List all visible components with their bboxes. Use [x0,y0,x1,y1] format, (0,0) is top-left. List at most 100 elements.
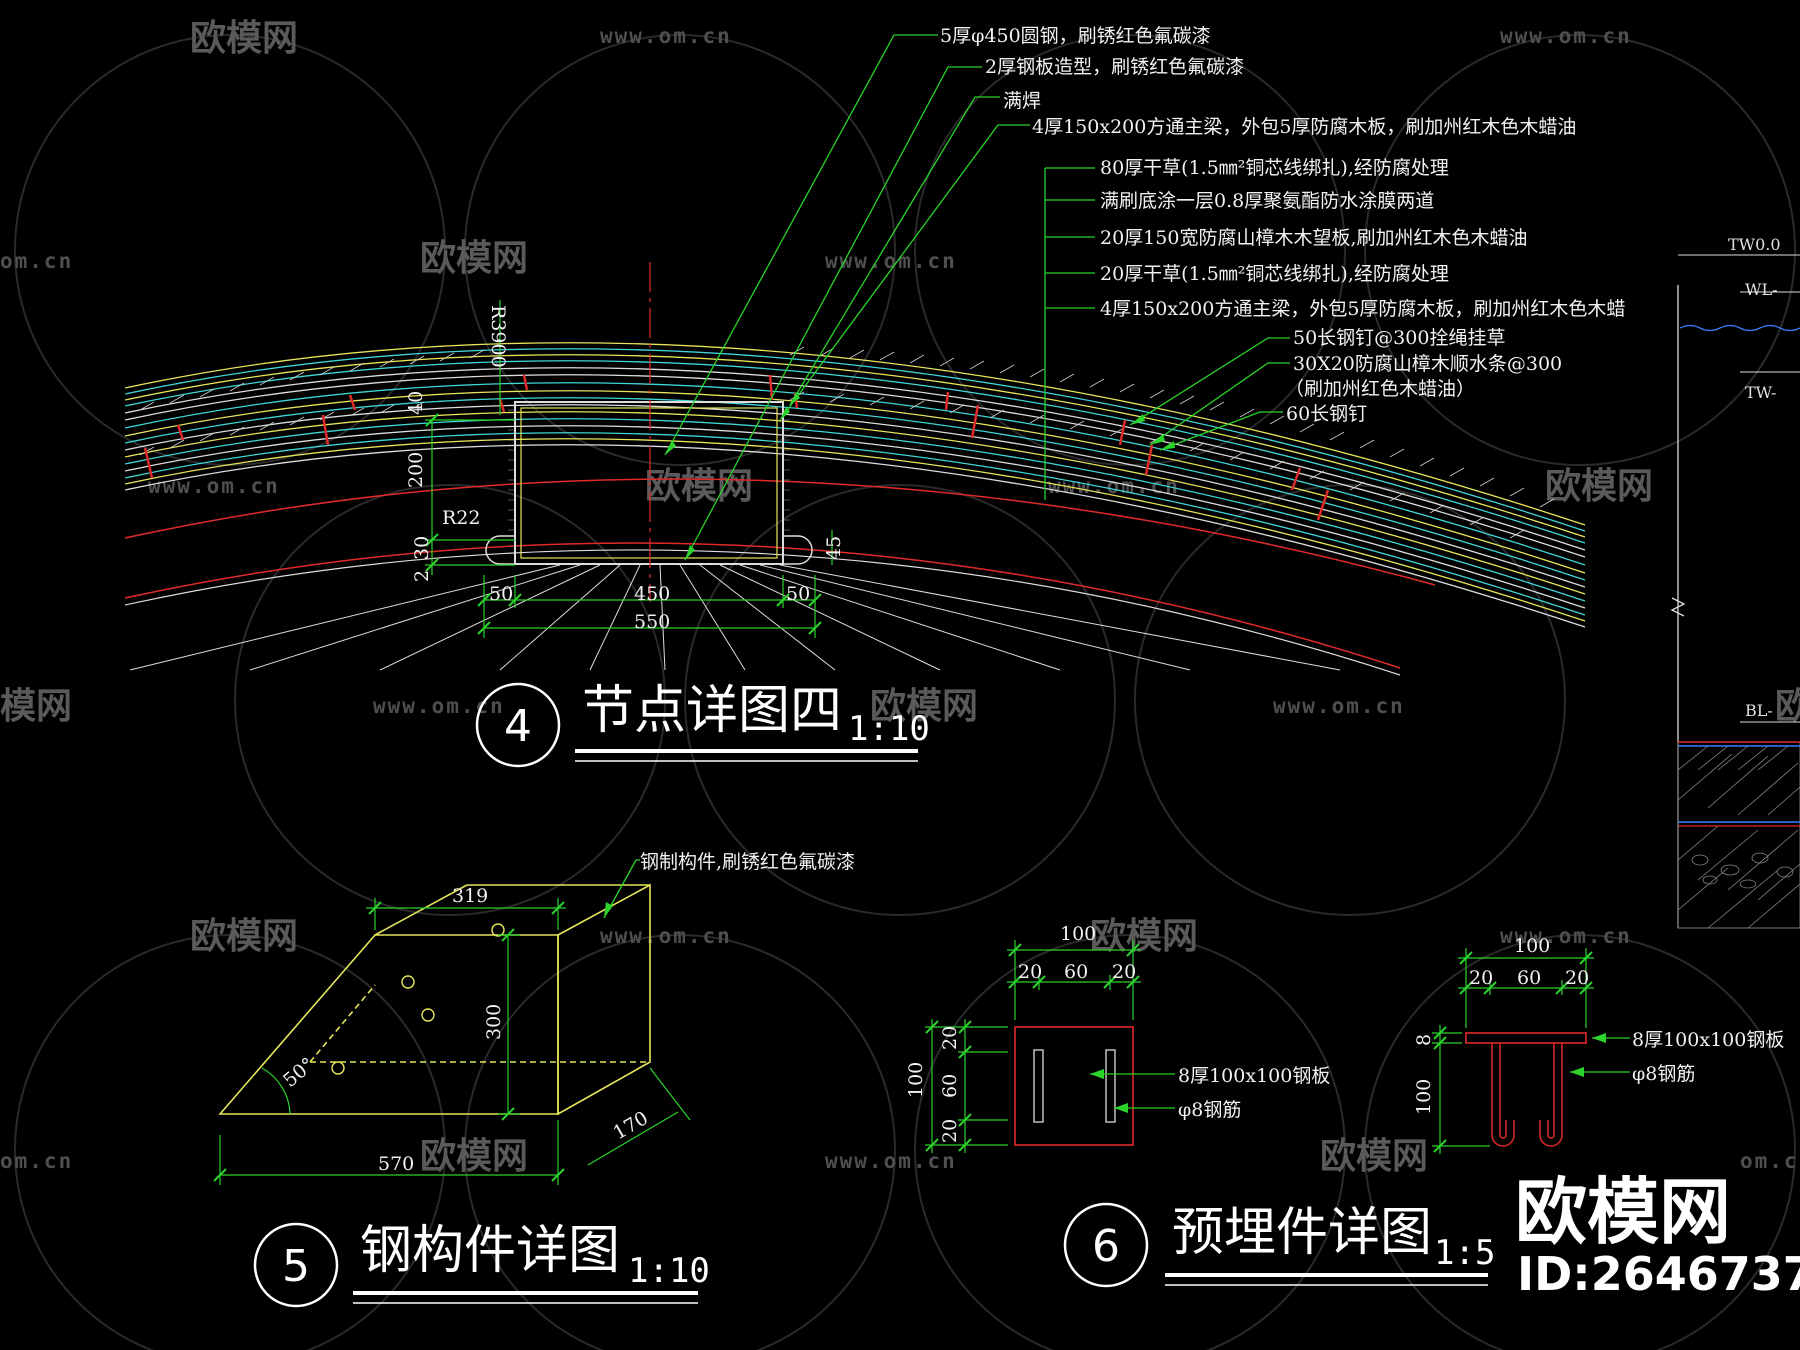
detail-4-number: 4 [504,701,532,752]
callout-batten: 30X20防腐山樟木顺水条@300 [1293,353,1562,375]
watermark-url: www.om.cn [600,24,732,48]
plan-dim-h20a: 20 [939,1026,961,1050]
plan-dim-20b: 20 [1112,961,1136,983]
detail-6-section-ticks [1433,951,1593,1153]
dim-2: 2 [411,570,433,582]
plan-arrow-bar [1114,1103,1128,1113]
watermark-logo: 欧模网 [1545,466,1653,507]
roof-hatch [139,346,1555,539]
rebar-plan-left [1033,1049,1044,1123]
leader-arrows [665,392,1175,560]
dim-570: 570 [378,1153,414,1175]
layer-note-2: 满刷底涂一层0.8厚聚氨酯防水涂膜两道 [1100,190,1434,212]
dim-40: 40 [405,391,427,415]
detail-6-title: 预埋件详图 [1172,1203,1432,1263]
plan-dim-20a: 20 [1018,961,1042,983]
dim-319: 319 [452,885,488,907]
watermark-logo: 欧模网 [420,238,528,279]
watermark-url: www.om.cn [1500,924,1632,948]
plan-note-plate: 8厚100x100钢板 [1178,1065,1330,1087]
detail-5-number-circle [253,1222,339,1308]
detail-5-leader-arrow [604,902,613,918]
beam-side-cap-right [783,535,813,565]
callout-steel-plate: 2厚钢板造型，刷锈红色氟碳漆 [985,56,1244,78]
detail-6-number: 6 [1092,1221,1120,1272]
detail-4-scale: 1:10 [848,709,930,749]
layer-note-5: 4厚150x200方通主梁，外包5厚防腐木板，刷加州红木色木蜡 [1100,298,1625,320]
watermark-url-partial: om.cn [0,249,73,273]
rebar-plan-right [1105,1049,1116,1123]
dim-45: 45 [823,536,845,560]
section-note-plate: 8厚100x100钢板 [1632,1029,1784,1051]
dim-170: 170 [610,1107,652,1144]
plan-dim-h100: 100 [905,1062,927,1098]
watermark-url: www.om.cn [1500,24,1632,48]
callout-main-beam: 4厚150x200方通主梁，外包5厚防腐木板，刷加州红木色木蜡油 [1032,116,1576,138]
detail-6-scale: 1:5 [1434,1233,1495,1273]
section-arrow-bar [1570,1067,1584,1077]
steel-nails [143,374,1330,521]
side-label-tw0: TW0.0 [1728,235,1781,254]
detail-6-plan-dims [925,940,1175,1153]
brand-logo-text: 欧模网 [1515,1170,1731,1254]
dim-300: 300 [483,1004,505,1040]
steel-member-outline [218,883,651,1116]
beam-side-cap-left [485,535,515,565]
side-label-bl: BL- [1745,701,1773,720]
plan-dim-h20b: 20 [939,1119,961,1143]
section-dim-60: 60 [1517,967,1541,989]
dim-radius: R3900 [487,305,509,368]
watermark-url: www.om.cn [373,694,505,718]
dim-width-450: 450 [634,583,670,605]
detail-5-dimensions [219,859,691,1185]
layer-note-4: 20厚干草(1.5㎜²铜芯线绑扎),经防腐处理 [1100,263,1449,285]
detail-5-ticks [213,901,565,1182]
callout-steel-nail-50: 50长钢钉@300拴绳挂草 [1293,327,1505,349]
callout-batten-finish: （刷加州红色木蜡油） [1285,378,1475,400]
detail-4-title: 节点详图四 [582,681,842,741]
side-section: TW0.0 WL- TW- BL- [1670,235,1800,929]
side-label-tw: TW- [1745,383,1776,402]
detail-4-dimensions [425,300,833,638]
detail-4-drawing: R3900 40 200 R22 30 2 45 50 450 50 550 5… [124,25,1625,768]
section-dim-h100: 100 [1413,1079,1435,1115]
embed-plate-plan [1014,1026,1134,1146]
layer-note-1: 80厚干草(1.5㎜²铜芯线绑扎),经防腐处理 [1100,157,1449,179]
detail-5-number: 5 [282,1241,310,1292]
plan-dim-h60: 60 [939,1074,961,1098]
dim-r22: R22 [442,507,480,529]
main-beam-inner [520,407,778,559]
angle-arc [261,1067,291,1115]
section-dim-8: 8 [1413,1034,1435,1046]
detail-5-drawing: 钢制构件,刷锈红色氟碳漆 319 300 50° 570 170 5 钢构件详图… [213,851,855,1308]
layer-note-3: 20厚150宽防腐山樟木木望板,刷加州红木色木蜡油 [1100,227,1527,249]
plan-arrow-plate [1090,1069,1104,1079]
rebar-hook-right [1539,1043,1563,1147]
watermark-logo: 欧模网 [190,18,298,59]
watermark-url: www.om.cn [148,474,280,498]
leader-lines [664,34,1290,561]
dim-width-50-right: 50 [786,583,810,605]
plan-note-bar: φ8钢筋 [1178,1099,1241,1121]
watermark-logo: 欧模网 [870,686,978,727]
watermark-url: www.om.cn [600,924,732,948]
section-dim-100: 100 [1514,935,1550,957]
section-dim-20a: 20 [1469,967,1493,989]
roof-arc-layers [124,342,1586,628]
embed-plate-section [1465,1032,1587,1044]
watermark-url: www.om.cn [1048,474,1180,498]
watermark-circles [14,34,1796,1350]
plan-dim-60: 60 [1064,961,1088,983]
watermark-url-partial: om.cn [1740,1149,1800,1173]
detail-6-plan-ticks [925,943,1140,1152]
radial-lines [129,564,1341,671]
watermark-logo: 欧模网 [1320,1136,1428,1177]
section-dim-20b: 20 [1565,967,1589,989]
watermark-texts: 欧模网 欧模网 欧模网 欧模网 欧模网 欧模网 欧模网 欧模网 欧模网 欧模网 … [0,18,1800,1177]
lower-arcs [124,478,1436,676]
callout-full-weld: 满焊 [1003,90,1041,112]
watermark-url: www.om.cn [825,1149,957,1173]
watermark-logo: 欧模网 [1090,916,1198,957]
watermark-url: www.om.cn [1273,694,1405,718]
